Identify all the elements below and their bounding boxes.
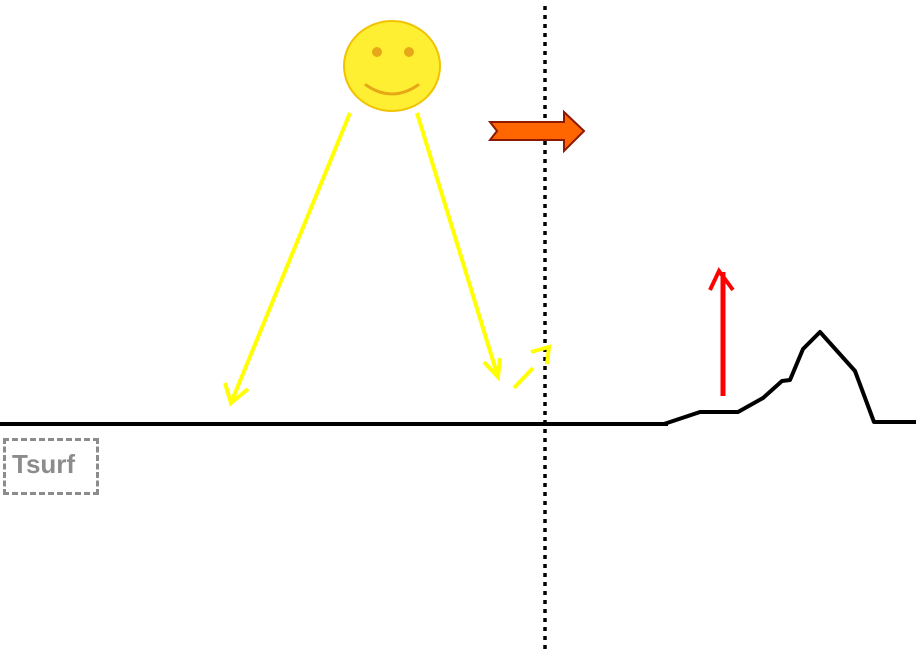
sun-left-eye <box>372 47 382 57</box>
tsurf-label-box <box>3 438 99 495</box>
ray-right-arrowhead <box>482 357 502 382</box>
ray-left-arrowhead <box>223 382 250 407</box>
reflected-ray <box>512 344 552 390</box>
sun-icon <box>343 20 441 112</box>
sun-smile <box>364 83 420 96</box>
sun-face <box>343 20 441 112</box>
sun-right-eye <box>404 47 414 57</box>
tsurf-label: Tsurf <box>12 449 76 479</box>
mountain-profile <box>663 330 916 426</box>
orange-block-arrow-right <box>487 109 586 154</box>
incoming-ray-left <box>223 112 352 407</box>
incoming-ray-right <box>415 112 502 382</box>
red-arrow-up <box>708 267 735 396</box>
